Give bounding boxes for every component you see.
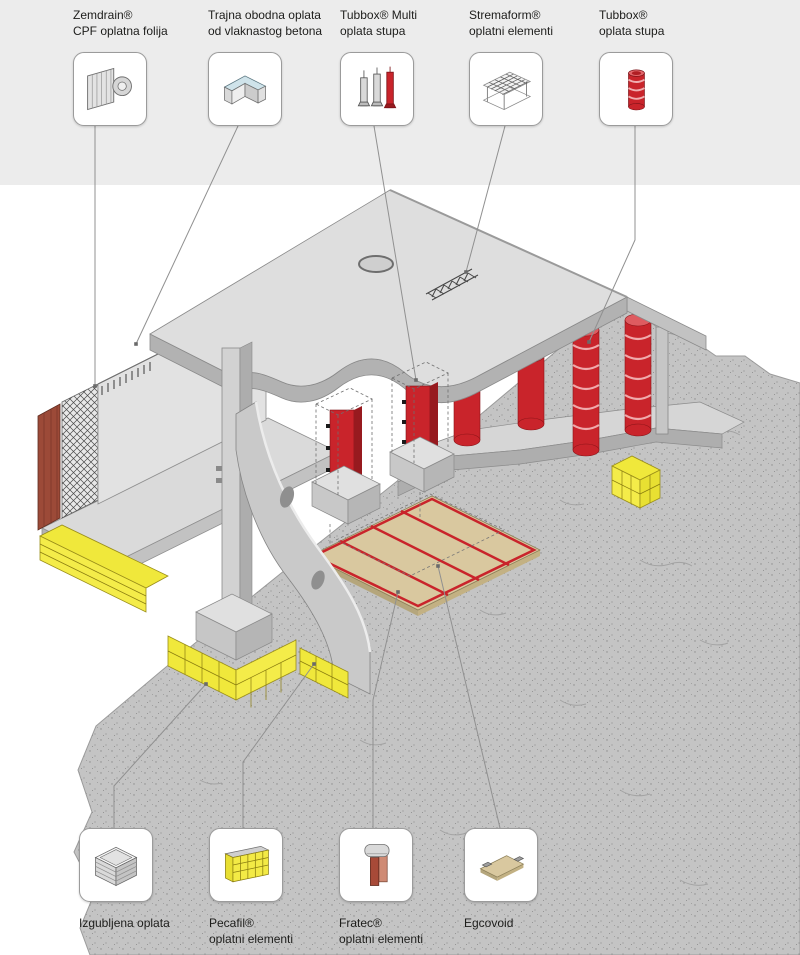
strip-footing (39, 524, 169, 613)
callout-label: Zemdrain® CPF oplatna folija (73, 8, 233, 48)
mesh-panel-icon (469, 52, 543, 126)
callout-title: Pecafil® (209, 916, 254, 930)
callout-label: Tubbox® oplata stupa (599, 8, 759, 48)
spiral-tube-icon (599, 52, 673, 126)
leader-lines (94, 125, 636, 829)
callout-subtitle: oplatni elementi (339, 931, 424, 946)
callout-label: Izgubljena oplata (79, 916, 239, 932)
column-tubes-icon (340, 52, 414, 126)
callout-label: Trajna obodna oplata od vlaknastog beton… (208, 8, 368, 48)
callout-title: Izgubljena oplata (79, 916, 170, 930)
callout-title: Stremaform® (469, 8, 541, 22)
yellow-mesh-icon (209, 828, 283, 902)
callout-subtitle: oplata stupa (340, 23, 406, 38)
leader-endpoints (93, 270, 591, 686)
callout-zemdrain: Zemdrain® CPF oplatna folija (73, 8, 233, 126)
callout-title: Tubbox® Multi (340, 8, 418, 22)
zemdrain-foil-panel (37, 403, 61, 531)
pecafil-slope-boxes (611, 455, 661, 509)
pecafil-base-strip (299, 647, 349, 699)
void-former-icon (464, 828, 538, 902)
roof-slab (149, 189, 628, 404)
callout-subtitle: oplatni elementi (469, 23, 554, 38)
callout-title: Fratec® (339, 916, 382, 930)
callout-pecafil: Pecafil® oplatni elementi (209, 828, 369, 948)
tubbox-column-spiral (624, 313, 652, 437)
callout-title: Tubbox® (599, 8, 648, 22)
callout-subtitle: od vlaknastog betona (208, 23, 323, 38)
callout-title: Trajna obodna oplata (208, 8, 321, 22)
callout-stremaform: Stremaform® oplatni elementi (469, 8, 629, 126)
callout-subtitle: CPF oplatna folija (73, 23, 168, 38)
foil-roll-icon (73, 52, 147, 126)
callout-title: Zemdrain® (73, 8, 133, 22)
square-red-columns (311, 361, 455, 525)
callout-label: Pecafil® oplatni elementi (209, 916, 369, 948)
stop-end-icon (339, 828, 413, 902)
callout-subtitle: oplata stupa (599, 23, 665, 38)
callout-izgubljena-oplata: Izgubljena oplata (79, 828, 239, 932)
callout-fratec: Fratec® oplatni elementi (339, 828, 499, 948)
callout-label: Tubbox® Multi oplata stupa (340, 8, 500, 48)
callout-label: Egcovoid (464, 916, 624, 932)
tubbox-multi-column (389, 361, 455, 493)
curved-shell-wall (235, 401, 372, 699)
corner-panel-icon (208, 52, 282, 126)
callout-trajna-obodna: Trajna obodna oplata od vlaknastog beton… (208, 8, 368, 126)
tubbox-multi-column (311, 387, 381, 525)
fiber-formwork-strip (61, 383, 99, 519)
callout-egcovoid: Egcovoid (464, 828, 624, 932)
slab-opening (358, 255, 394, 273)
callout-tubbox: Tubbox® oplata stupa (599, 8, 759, 126)
callout-subtitle: oplatni elementi (209, 931, 294, 946)
callout-tubbox-multi: Tubbox® Multi oplata stupa (340, 8, 500, 126)
egcovoid-deck (309, 492, 541, 616)
callout-label: Stremaform® oplatni elementi (469, 8, 629, 48)
support-post (655, 326, 669, 435)
lost-formwork-box (167, 635, 297, 708)
lost-formwork-icon (79, 828, 153, 902)
callout-label: Fratec® oplatni elementi (339, 916, 499, 948)
projection-dashes (329, 492, 505, 577)
callout-title: Egcovoid (464, 916, 514, 930)
tubbox-column-spiral (572, 323, 600, 457)
